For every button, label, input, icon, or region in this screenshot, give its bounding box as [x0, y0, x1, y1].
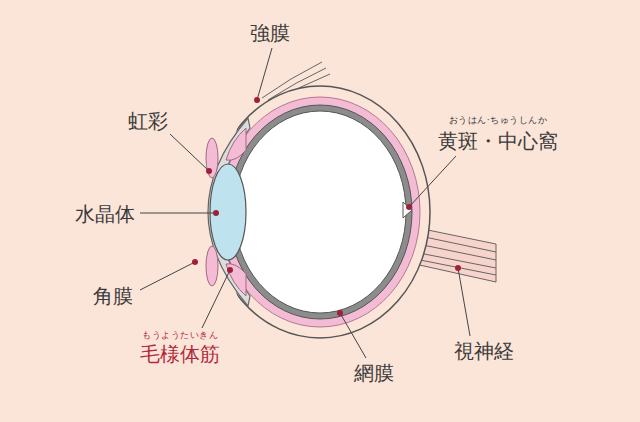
- reading-ruby: おうはん·ちゅうしんか: [449, 116, 547, 126]
- ciliary-body: [226, 128, 246, 160]
- part-name: 強膜: [250, 22, 290, 44]
- choroid: [220, 97, 420, 327]
- part-name: 網膜: [354, 362, 394, 384]
- part-name: 視神経: [454, 340, 514, 362]
- iris: [206, 246, 218, 286]
- leader-dots: [192, 97, 461, 316]
- anterior-chamber: [200, 112, 246, 312]
- reading-ruby: もうようたいきん: [142, 331, 218, 341]
- retina: [228, 105, 412, 319]
- part-name: 水晶体: [75, 203, 135, 225]
- ciliary-body: [226, 264, 246, 296]
- leader-lines: [140, 48, 470, 358]
- iris: [206, 138, 218, 178]
- part-name: 毛様体筋: [140, 343, 220, 365]
- part-name: 角膜: [93, 285, 133, 307]
- vitreous: [234, 111, 406, 313]
- part-name: 黄斑・中心窩: [438, 130, 558, 152]
- lens: [210, 164, 246, 260]
- part-name: 虹彩: [128, 110, 168, 132]
- macula-notch: [403, 202, 412, 218]
